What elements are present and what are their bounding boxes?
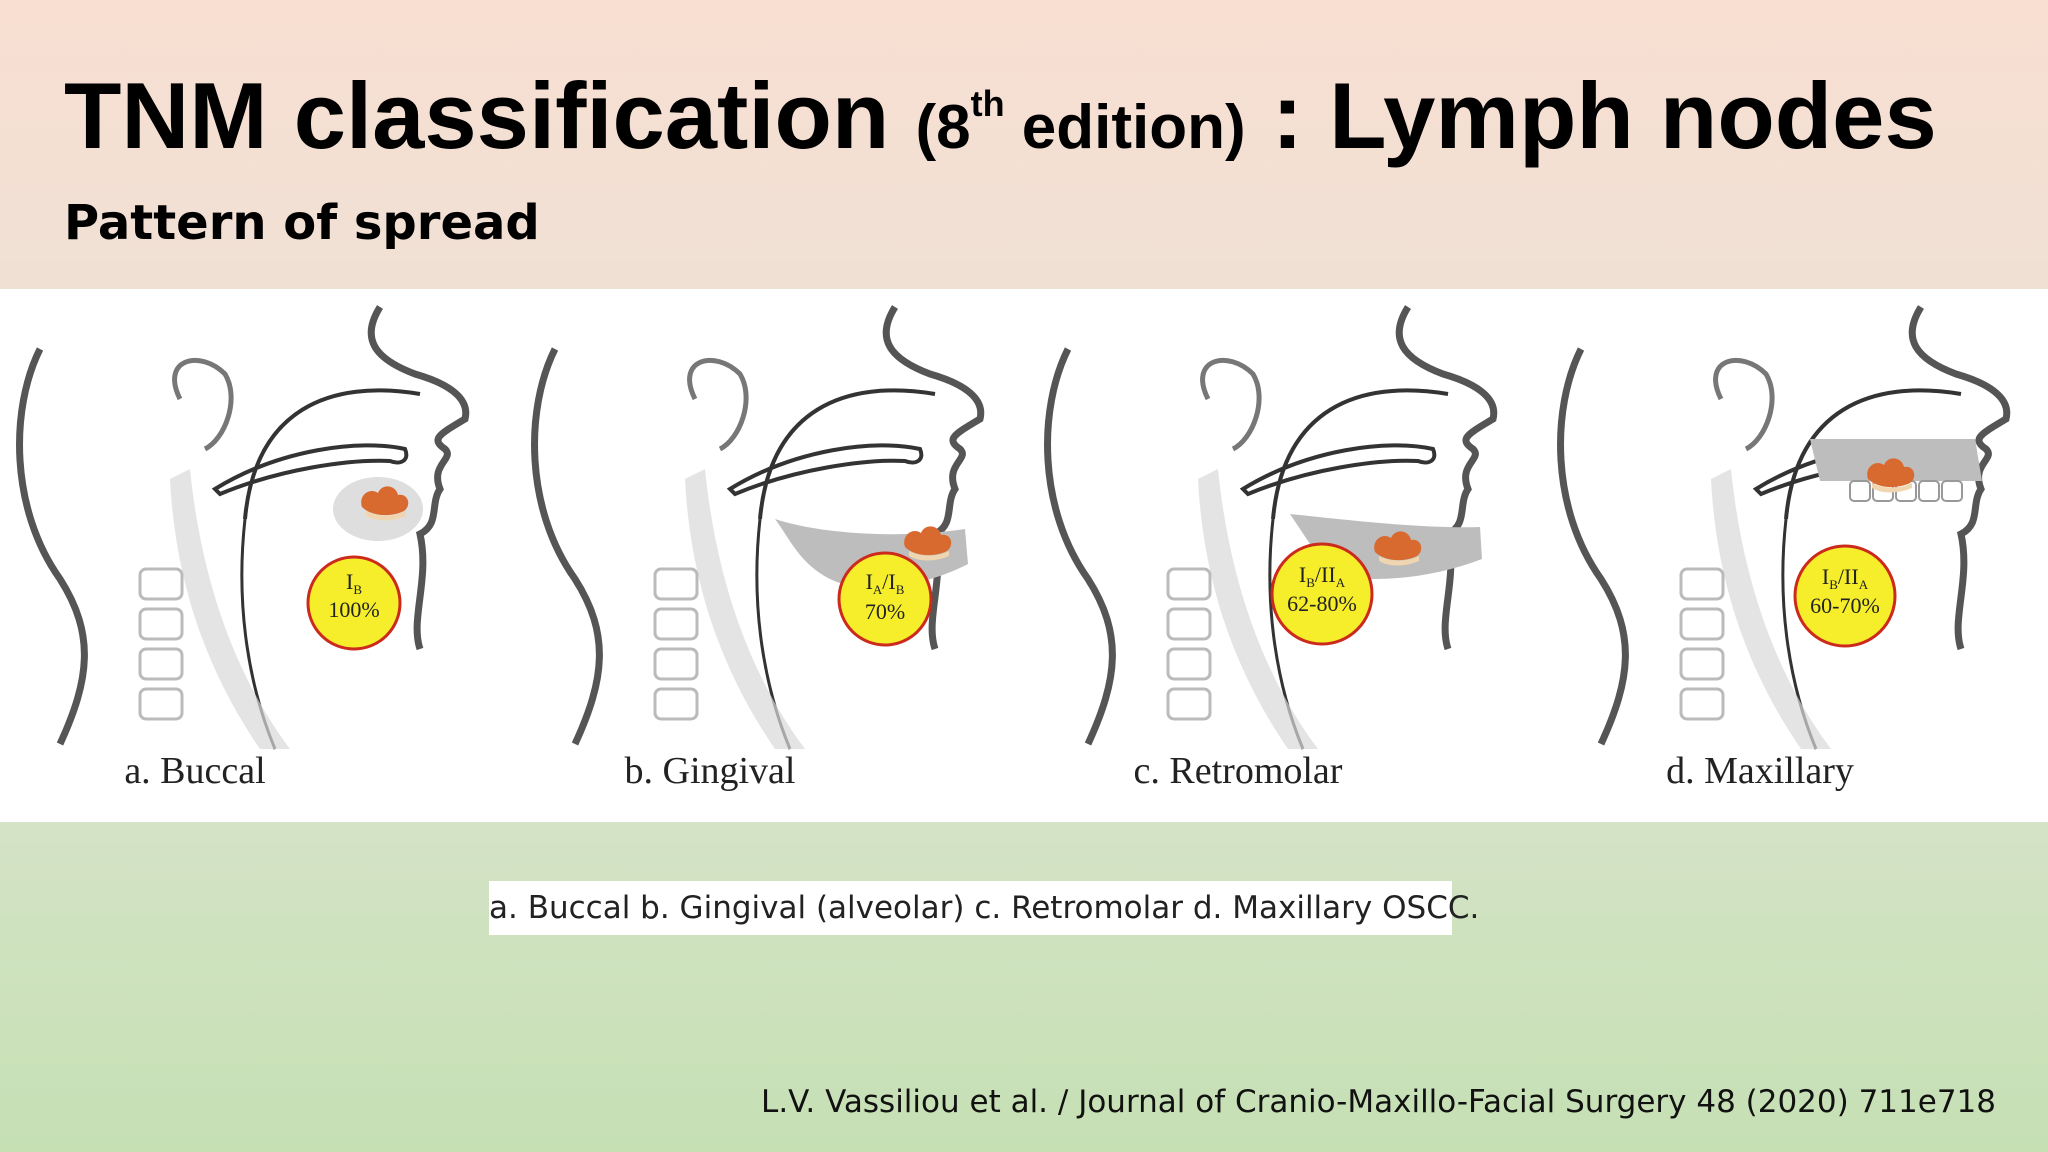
title-main: TNM classification xyxy=(64,63,890,168)
title-edition: (8th edition) xyxy=(915,83,1246,162)
panel-caption-b: b. Gingival xyxy=(624,750,796,792)
node-circle-d: IB/IIA 60-70% xyxy=(1793,544,1897,648)
node-circle-a: IB 100% xyxy=(306,555,402,651)
svg-text:60-70%: 60-70% xyxy=(1810,593,1880,618)
panel-d-illustration xyxy=(1561,307,2007,749)
figure-caption: a. Buccal b. Gingival (alveolar) c. Retr… xyxy=(489,881,1479,935)
citation: L.V. Vassiliou et al. / Journal of Crani… xyxy=(761,1084,1996,1120)
svg-text:70%: 70% xyxy=(865,599,905,624)
slide-title: TNM classification (8th edition) : Lymph… xyxy=(64,44,1937,188)
panel-c-illustration xyxy=(1048,307,1494,749)
head-neck-figure: IB 100% IA/IB 70% IB/IIA 62-80% IB/IIA 6… xyxy=(0,289,2048,822)
panel-caption-c: c. Retromolar xyxy=(1133,750,1343,792)
panel-caption-d: d. Maxillary xyxy=(1666,750,1854,792)
head-illustrations: IB 100% IA/IB 70% IB/IIA 62-80% IB/IIA 6… xyxy=(0,289,2048,822)
panel-caption-a: a. Buccal xyxy=(124,750,266,792)
node-circle-b: IA/IB 70% xyxy=(837,551,933,647)
slide-subtitle: Pattern of spread xyxy=(64,195,540,251)
svg-text:100%: 100% xyxy=(328,597,379,622)
svg-text:62-80%: 62-80% xyxy=(1287,591,1357,616)
panel-b-illustration xyxy=(535,307,981,749)
panel-a-illustration xyxy=(20,307,466,749)
title-suffix: : Lymph nodes xyxy=(1245,63,1937,168)
node-circle-c: IB/IIA 62-80% xyxy=(1270,542,1374,646)
